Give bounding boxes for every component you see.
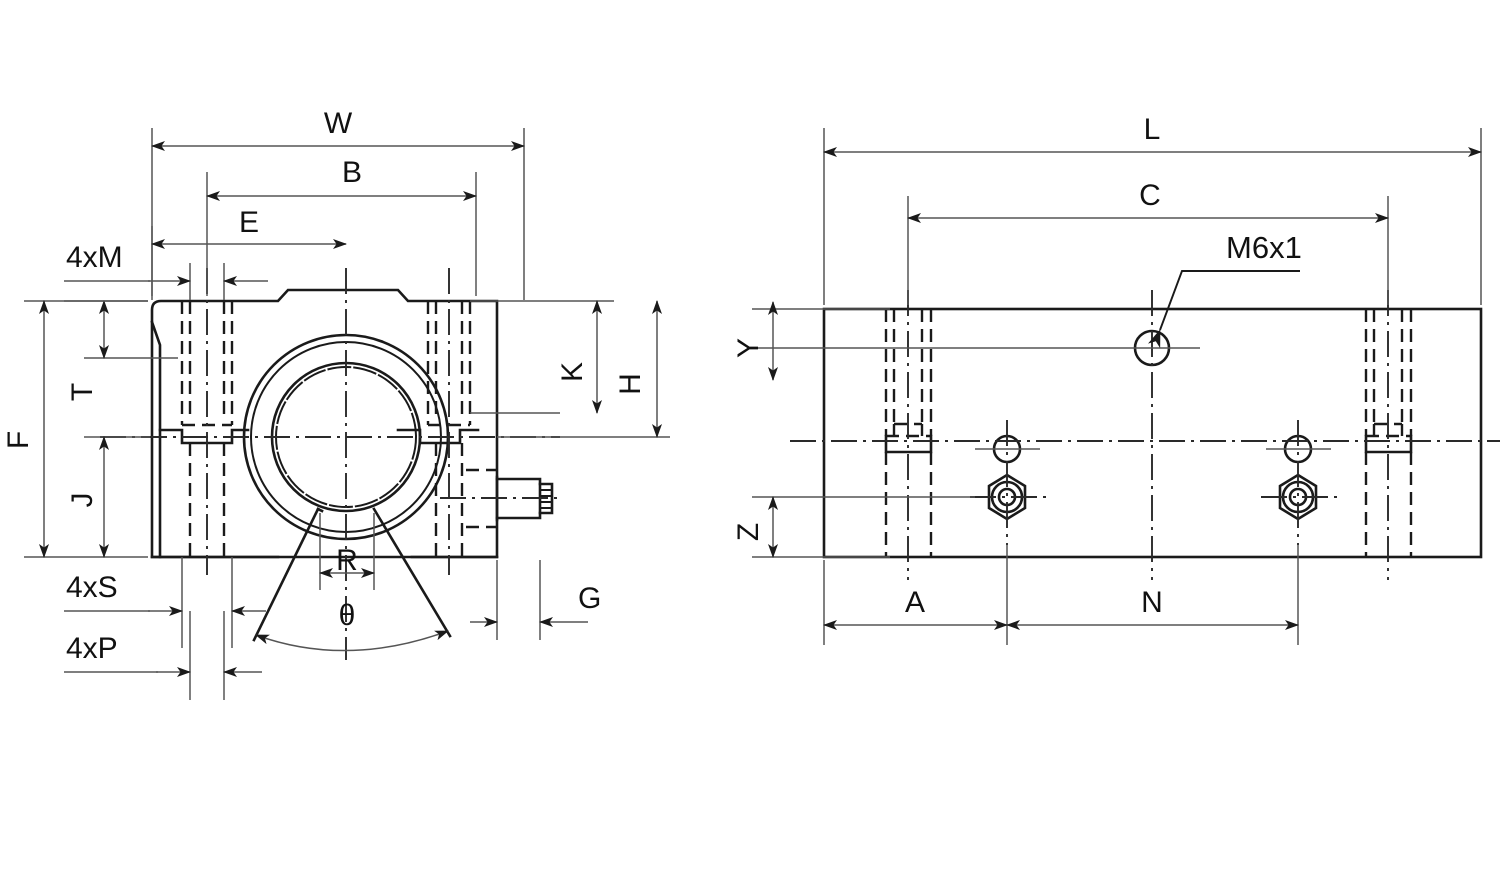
dimension-B: B bbox=[206, 156, 477, 296]
clamp-screw bbox=[440, 468, 560, 529]
set-screw-right bbox=[1261, 420, 1337, 545]
dimension-label-4xM: 4xM bbox=[66, 241, 123, 274]
dimension-label-E: E bbox=[239, 206, 259, 239]
mounting-hole-right bbox=[426, 268, 472, 575]
dimension-label-B: B bbox=[342, 156, 362, 189]
front-body-outline bbox=[150, 288, 499, 559]
thread-callout: M6x1 bbox=[1147, 230, 1302, 349]
side-hole-left bbox=[884, 290, 933, 580]
dimension-H: H bbox=[497, 300, 670, 438]
dimension-R: R bbox=[319, 513, 375, 590]
dimension-J: J bbox=[66, 436, 150, 558]
dimension-E: E bbox=[151, 206, 347, 296]
dimension-label-4xP: 4xP bbox=[66, 632, 118, 665]
dimension-4xP: 4xP bbox=[64, 611, 262, 700]
dimension-A: A bbox=[823, 545, 1008, 645]
dimension-K: K bbox=[470, 300, 614, 414]
dimension-4xM: 4xM bbox=[64, 241, 268, 300]
callout-label-M6x1: M6x1 bbox=[1226, 230, 1302, 265]
dimension-label-4xS: 4xS bbox=[66, 571, 118, 604]
dimension-N: N bbox=[1006, 545, 1299, 645]
dimension-label-J: J bbox=[66, 493, 99, 508]
dimension-F: F bbox=[2, 300, 148, 558]
dimension-L: L bbox=[823, 113, 1482, 305]
set-screw-left bbox=[970, 420, 1046, 545]
dimension-label-F: F bbox=[2, 431, 35, 449]
dimension-G: G bbox=[470, 560, 601, 640]
dimension-label-H: H bbox=[614, 373, 647, 395]
dimension-C: C bbox=[907, 179, 1389, 305]
side-hole-right bbox=[1364, 290, 1413, 580]
dimension-label-G: G bbox=[578, 582, 601, 615]
side-view: M6x1 L bbox=[732, 113, 1500, 645]
mounting-hole-left bbox=[180, 268, 234, 575]
dimension-Y: Y bbox=[732, 301, 1060, 381]
dimension-label-K: K bbox=[556, 362, 589, 382]
front-view: W B E 4xM T bbox=[2, 107, 670, 700]
dimension-label-N: N bbox=[1141, 586, 1163, 619]
dimension-Z: Z bbox=[732, 496, 975, 558]
dimension-label-R: R bbox=[336, 544, 358, 577]
dimension-label-W: W bbox=[324, 107, 353, 140]
dimension-label-T: T bbox=[66, 383, 99, 401]
dimension-label-Y: Y bbox=[732, 338, 765, 358]
dimension-4xS: 4xS bbox=[64, 557, 266, 648]
clamp-slot bbox=[252, 507, 452, 642]
lubrication-hole bbox=[1060, 290, 1200, 580]
dimension-label-theta: θ bbox=[339, 599, 356, 632]
dimension-label-L: L bbox=[1144, 113, 1161, 146]
dimension-label-A: A bbox=[905, 586, 925, 619]
dimension-label-Z: Z bbox=[732, 523, 765, 541]
dimension-theta: θ bbox=[255, 599, 449, 652]
dimension-label-C: C bbox=[1139, 179, 1161, 212]
